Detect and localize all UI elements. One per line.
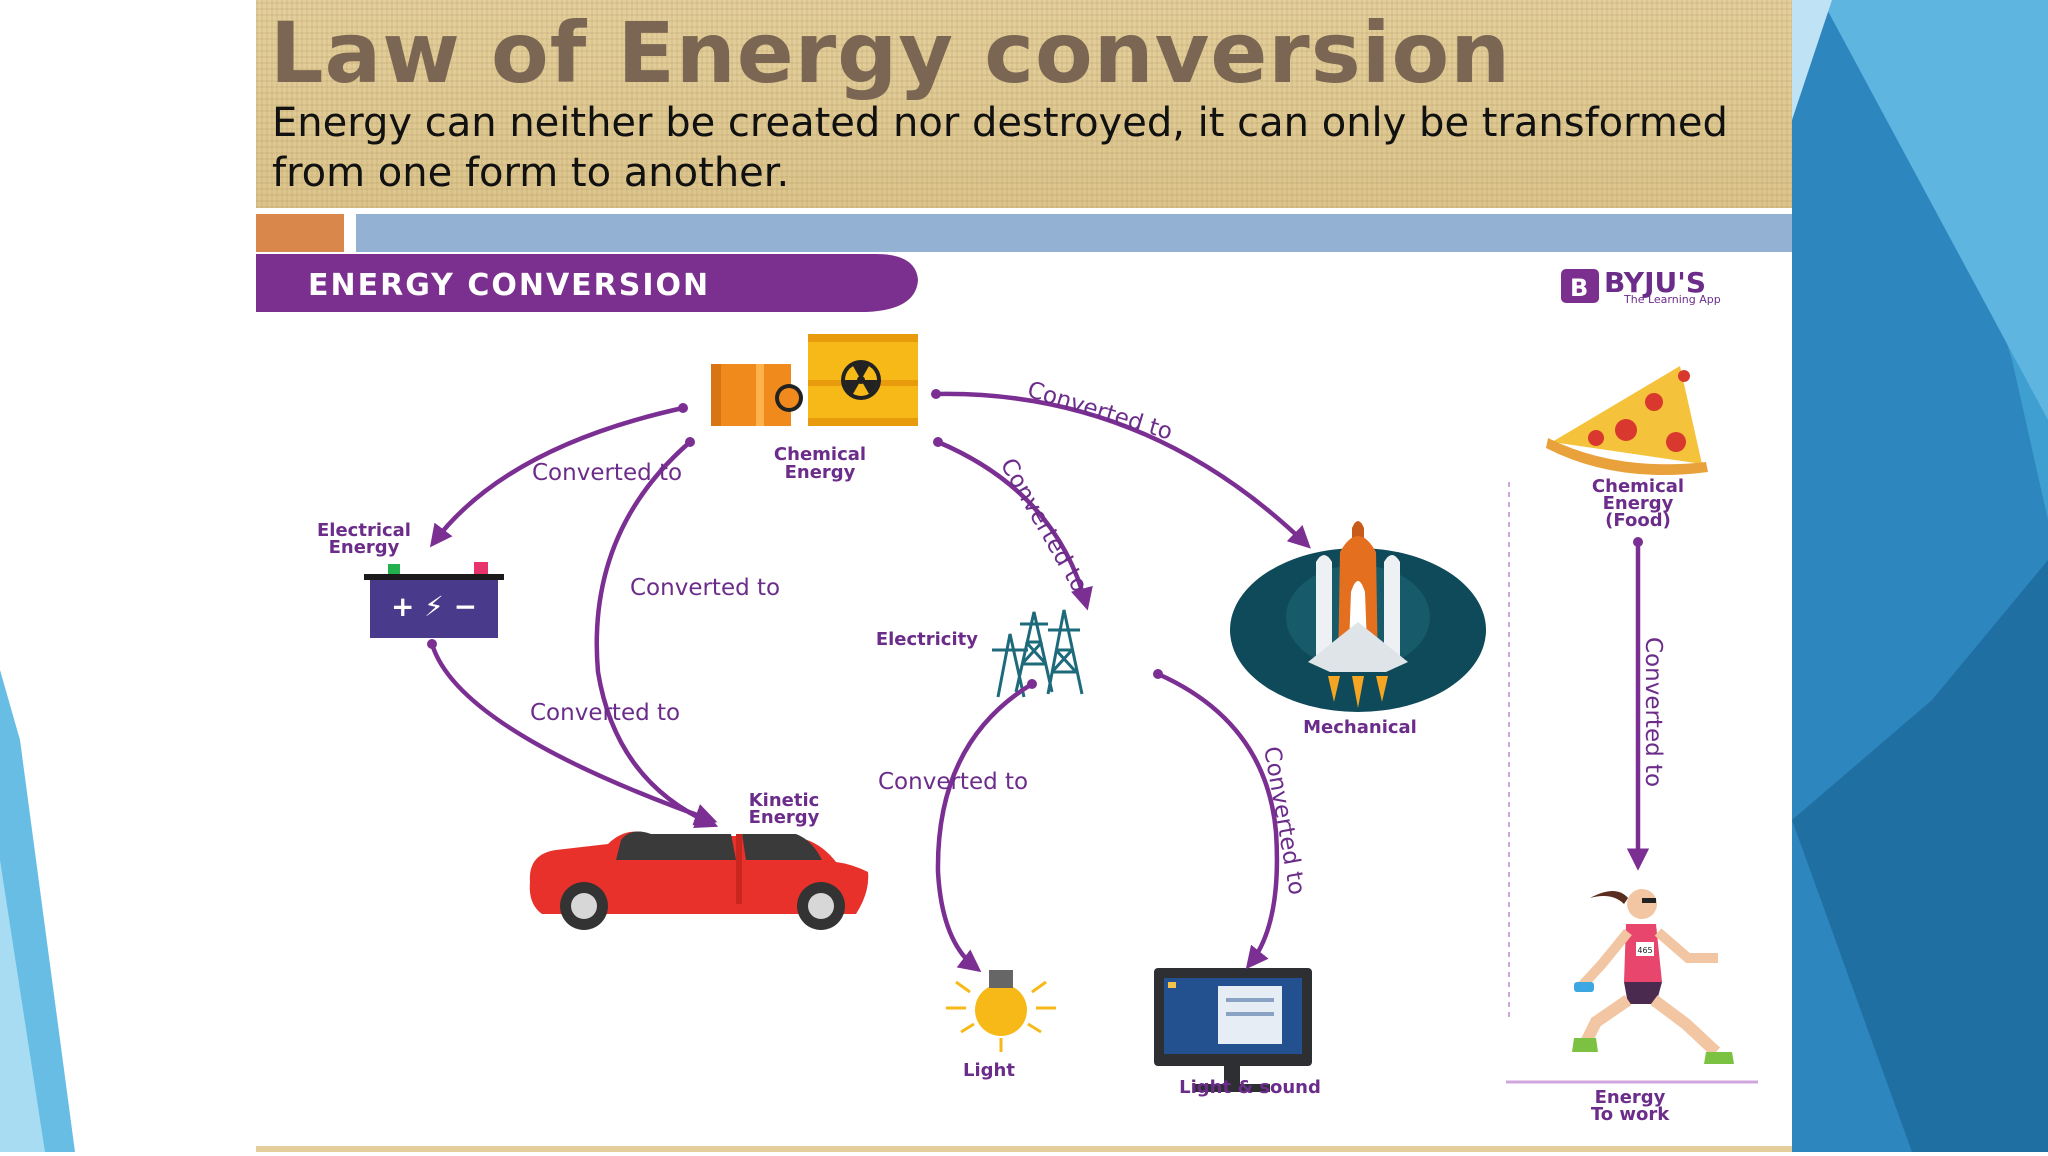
right-decoration xyxy=(1792,0,2048,1152)
left-decoration xyxy=(0,600,80,1152)
brand-tagline: The Learning App xyxy=(1623,293,1721,306)
converted-to-label-8: Converted to xyxy=(1640,637,1666,787)
radiation-icon xyxy=(841,360,881,400)
food-energy-label-line2: Energy xyxy=(1603,493,1674,514)
pizza-icon xyxy=(1546,366,1708,475)
converted-to-label-6: Converted to xyxy=(878,769,1028,795)
electrical-energy-label-line2: Energy xyxy=(329,537,400,558)
brand-logo: B BYJU'S The Learning App xyxy=(1561,266,1721,306)
brand-name: BYJU'S xyxy=(1604,266,1706,299)
electrical-energy-label: Electrical xyxy=(317,520,411,541)
slide-subtitle: Energy can neither be created nor destro… xyxy=(272,100,1728,196)
light-label: Light xyxy=(963,1060,1015,1081)
space-shuttle-icon xyxy=(1230,521,1486,712)
car-icon xyxy=(529,831,869,930)
svg-text:B: B xyxy=(1570,274,1588,302)
accent-bar-blue xyxy=(356,214,1792,252)
slide-title: Law of Energy conversion xyxy=(270,4,1512,102)
electricity-label: Electricity xyxy=(876,629,978,650)
converted-to-label-1: Converted to xyxy=(532,460,682,486)
energy-conversion-diagram: ENERGY CONVERSION B BYJU'S The Learning … xyxy=(256,252,1792,1144)
food-energy-label: Chemical xyxy=(1592,476,1684,497)
byjus-logo-icon xyxy=(1561,269,1599,303)
arrow-electricity-to-light-sound xyxy=(1157,671,1280,970)
header-band xyxy=(256,0,1792,208)
mechanical-label: Mechanical xyxy=(1303,717,1417,738)
banner-title: ENERGY CONVERSION xyxy=(308,268,710,303)
banner-shape xyxy=(256,254,918,312)
converted-to-label-2: Converted to xyxy=(530,700,680,726)
arrow-chemical-to-kinetic xyxy=(594,440,719,828)
bottom-accent-bar xyxy=(256,1146,1792,1152)
barrel-icon xyxy=(711,334,918,426)
runner-icon: 465 xyxy=(1572,889,1734,1064)
arrow-electricity-to-light xyxy=(935,682,1034,973)
bib-number: 465 xyxy=(1637,946,1652,955)
converted-to-label-3: Converted to xyxy=(630,575,780,601)
arrow-chemical-to-electricity xyxy=(937,439,1093,611)
light-bulb-icon xyxy=(946,970,1056,1052)
battery-icon: + ⚡ − xyxy=(364,562,504,638)
energy-to-work-label: Energy xyxy=(1595,1087,1666,1108)
battery-symbols: + ⚡ − xyxy=(391,590,477,623)
arrow-chemical-to-mechanical xyxy=(935,391,1311,549)
chemical-energy-label: Chemical xyxy=(774,444,866,465)
converted-to-label-5: Converted to xyxy=(995,454,1093,597)
converted-to-label-7: Converted to xyxy=(1258,745,1310,897)
arrow-electrical-to-kinetic xyxy=(429,643,718,826)
diagram-canvas: ENERGY CONVERSION B BYJU'S The Learning … xyxy=(256,254,1758,1125)
chemical-energy-label-line2: Energy xyxy=(785,462,856,483)
kinetic-energy-label-line2: Energy xyxy=(749,807,820,828)
kinetic-energy-label: Kinetic xyxy=(749,790,820,811)
energy-to-work-label-line2: To work xyxy=(1591,1104,1670,1125)
arrow-chemical-to-electrical xyxy=(429,405,684,548)
accent-bar-orange xyxy=(256,214,344,252)
monitor-icon xyxy=(1154,968,1312,1092)
transmission-tower-icon xyxy=(992,609,1084,698)
food-energy-label-line3: (Food) xyxy=(1605,510,1671,531)
light-sound-label: Light & sound xyxy=(1179,1077,1321,1098)
converted-to-label-4: Converted to xyxy=(1024,377,1175,446)
